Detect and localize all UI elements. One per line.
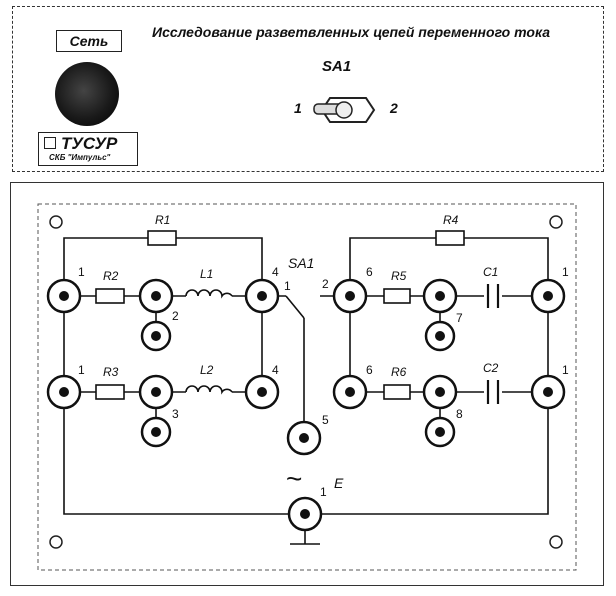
node-label: 1 (78, 265, 85, 279)
label-l2: L2 (200, 363, 214, 377)
terminal-icon[interactable] (286, 420, 322, 456)
node-label: 2 (172, 309, 179, 323)
switch-title: SA1 (322, 58, 352, 75)
control-panel (12, 6, 604, 172)
terminals (46, 278, 566, 532)
label-c1: C1 (483, 265, 498, 279)
terminal-icon[interactable] (244, 374, 280, 410)
node-label: 3 (172, 407, 179, 421)
terminal-icon[interactable] (46, 374, 82, 410)
label-r1: R1 (155, 213, 170, 227)
inductor-l2 (185, 385, 233, 395)
terminal-icon[interactable] (46, 278, 82, 314)
terminal-icon[interactable] (138, 278, 174, 314)
node-label: 1 (320, 485, 327, 499)
terminal-icon[interactable] (332, 374, 368, 410)
node-label: 7 (456, 311, 463, 325)
inner-frame (37, 203, 577, 571)
power-label: Сеть (56, 30, 122, 52)
resistor-r5 (383, 288, 411, 304)
terminal-icon[interactable] (138, 374, 174, 410)
node-label: 1 (562, 363, 569, 377)
brand-name: ТУСУР (61, 134, 118, 153)
resistor-r6 (383, 384, 411, 400)
terminal-icon[interactable] (530, 278, 566, 314)
label-r6: R6 (391, 365, 407, 379)
resistor-r4 (435, 230, 465, 246)
label-c2: C2 (483, 361, 499, 375)
terminal-icon[interactable] (140, 320, 172, 352)
label-l1: L1 (200, 267, 213, 281)
mount-hole-icon (49, 535, 63, 549)
terminal-icon[interactable] (287, 496, 323, 532)
toggle-switch-icon[interactable] (313, 97, 376, 123)
resistor-r2 (95, 288, 125, 304)
node-label: 1 (284, 279, 291, 293)
terminal-icon[interactable] (244, 278, 280, 314)
node-label: 5 (322, 413, 329, 427)
brand-subtitle: СКБ "Импульс" (49, 153, 111, 162)
switch-pos-1-label: 1 (294, 100, 302, 116)
node-label: 8 (456, 407, 463, 421)
node-label: 6 (366, 363, 373, 377)
label-r5: R5 (391, 269, 407, 283)
terminal-icon[interactable] (530, 374, 566, 410)
mount-hole-icon (549, 535, 563, 549)
mount-hole-icon (549, 215, 563, 229)
terminal-icon[interactable] (424, 416, 456, 448)
brand-plate: ТУСУР СКБ "Импульс" (38, 132, 138, 166)
inductor-l1 (185, 289, 233, 299)
node-label: 1 (562, 265, 569, 279)
node-label: 1 (78, 363, 85, 377)
power-knob[interactable] (55, 62, 119, 126)
node-label: 2 (322, 277, 329, 291)
ac-source-icon: ~ (286, 463, 302, 494)
mount-hole-icon (49, 215, 63, 229)
panel-title: Исследование разветвленных цепей перемен… (152, 24, 550, 40)
terminal-icon[interactable] (332, 278, 368, 314)
circuit-panel (10, 182, 604, 586)
label-r4: R4 (443, 213, 459, 227)
terminal-icon[interactable] (422, 374, 458, 410)
label-sa1: SA1 (288, 255, 314, 271)
label-r2: R2 (103, 269, 119, 283)
label-source-e: E (334, 475, 344, 491)
brand-logo-icon (44, 137, 56, 149)
node-label: 4 (272, 265, 279, 279)
resistor-r3 (95, 384, 125, 400)
terminal-icon[interactable] (422, 278, 458, 314)
resistor-r1 (147, 230, 177, 246)
switch-pos-2-label: 2 (390, 100, 398, 116)
node-label: 6 (366, 265, 373, 279)
node-label: 4 (272, 363, 279, 377)
terminal-icon[interactable] (424, 320, 456, 352)
terminal-icon[interactable] (140, 416, 172, 448)
label-r3: R3 (103, 365, 119, 379)
